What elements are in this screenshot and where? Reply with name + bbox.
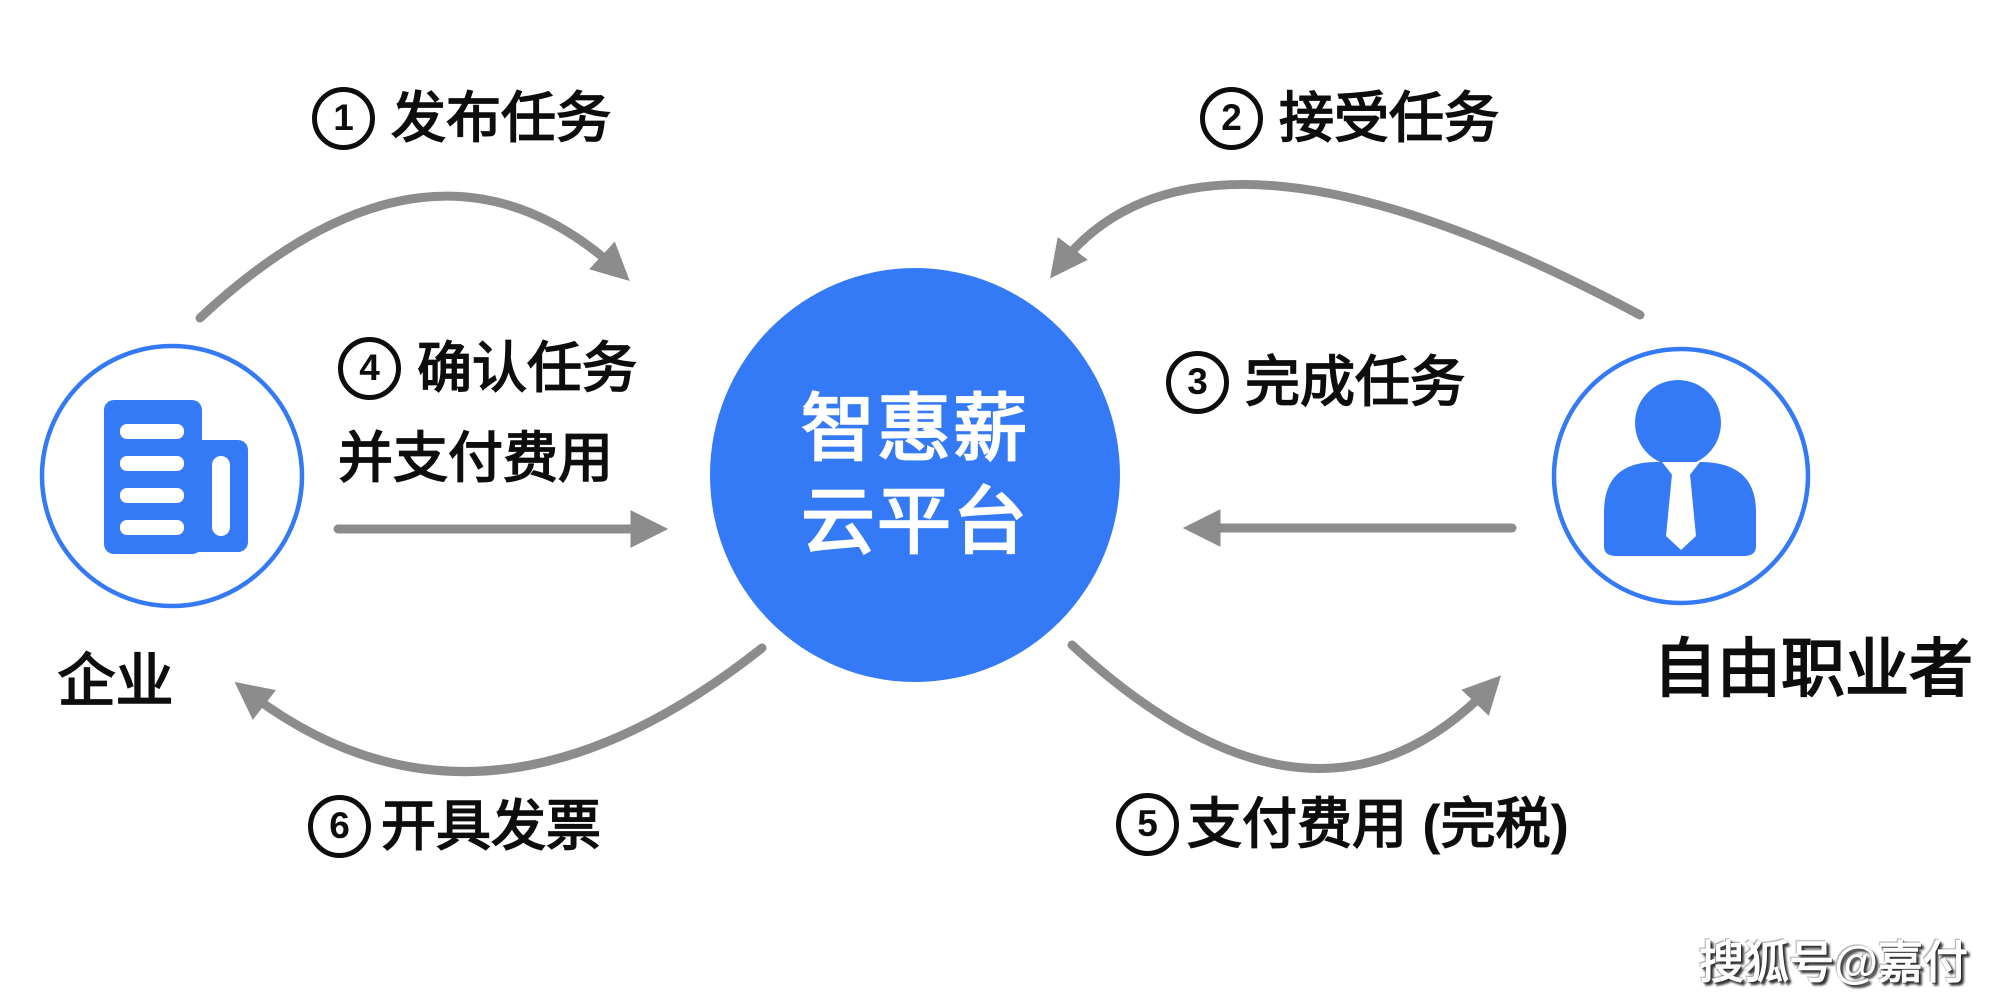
step-confirm-task-line1: 4 确认任务 [338,336,637,400]
platform-name-line1: 智惠薪 [801,387,1029,470]
step-publish-task: 1 发布任务 [312,86,611,150]
step-number-badge: 1 [312,86,375,150]
sohu-watermark: 搜狐号@嘉付 [1699,937,1968,988]
enterprise-label: 企业 [57,649,174,714]
step-confirm-task-line2: 并支付费用 [338,426,613,490]
freelancer-label: 自由职业者 [1653,633,1973,705]
step-number-badge: 2 [1200,86,1263,150]
step-label: 开具发票 [381,795,602,857]
step-number-badge: 5 [1116,792,1179,856]
platform-circle [710,268,1120,682]
step-complete-task: 3 完成任务 [1166,350,1465,414]
step-label: 完成任务 [1245,351,1466,413]
step-label: 发布任务 [391,87,612,149]
step-label: 接受任务 [1279,87,1500,149]
arrow-issue-invoice [234,643,767,777]
arrow-pay-fee-taxed [1067,640,1502,773]
step-label: 确认任务 [417,337,638,399]
platform-name: 智惠薪 云平台 [705,268,1125,682]
arrow-accept-task [1050,179,1645,320]
building-icon [104,400,248,554]
step-label: 并支付费用 [338,427,614,489]
person-icon [1604,380,1756,556]
step-number-badge: 4 [338,336,401,400]
step-number-badge: 6 [308,794,371,858]
step-number-badge: 3 [1166,350,1229,414]
platform-name-line2: 云平台 [801,480,1029,563]
step-label: 支付费用 (完税) [1187,793,1569,855]
step-pay-fee-taxed: 5 支付费用 (完税) [1116,792,1569,856]
step-accept-task: 2 接受任务 [1200,86,1499,150]
step-issue-invoice: 6 开具发票 [308,794,601,858]
arrow-publish-task [195,191,630,323]
